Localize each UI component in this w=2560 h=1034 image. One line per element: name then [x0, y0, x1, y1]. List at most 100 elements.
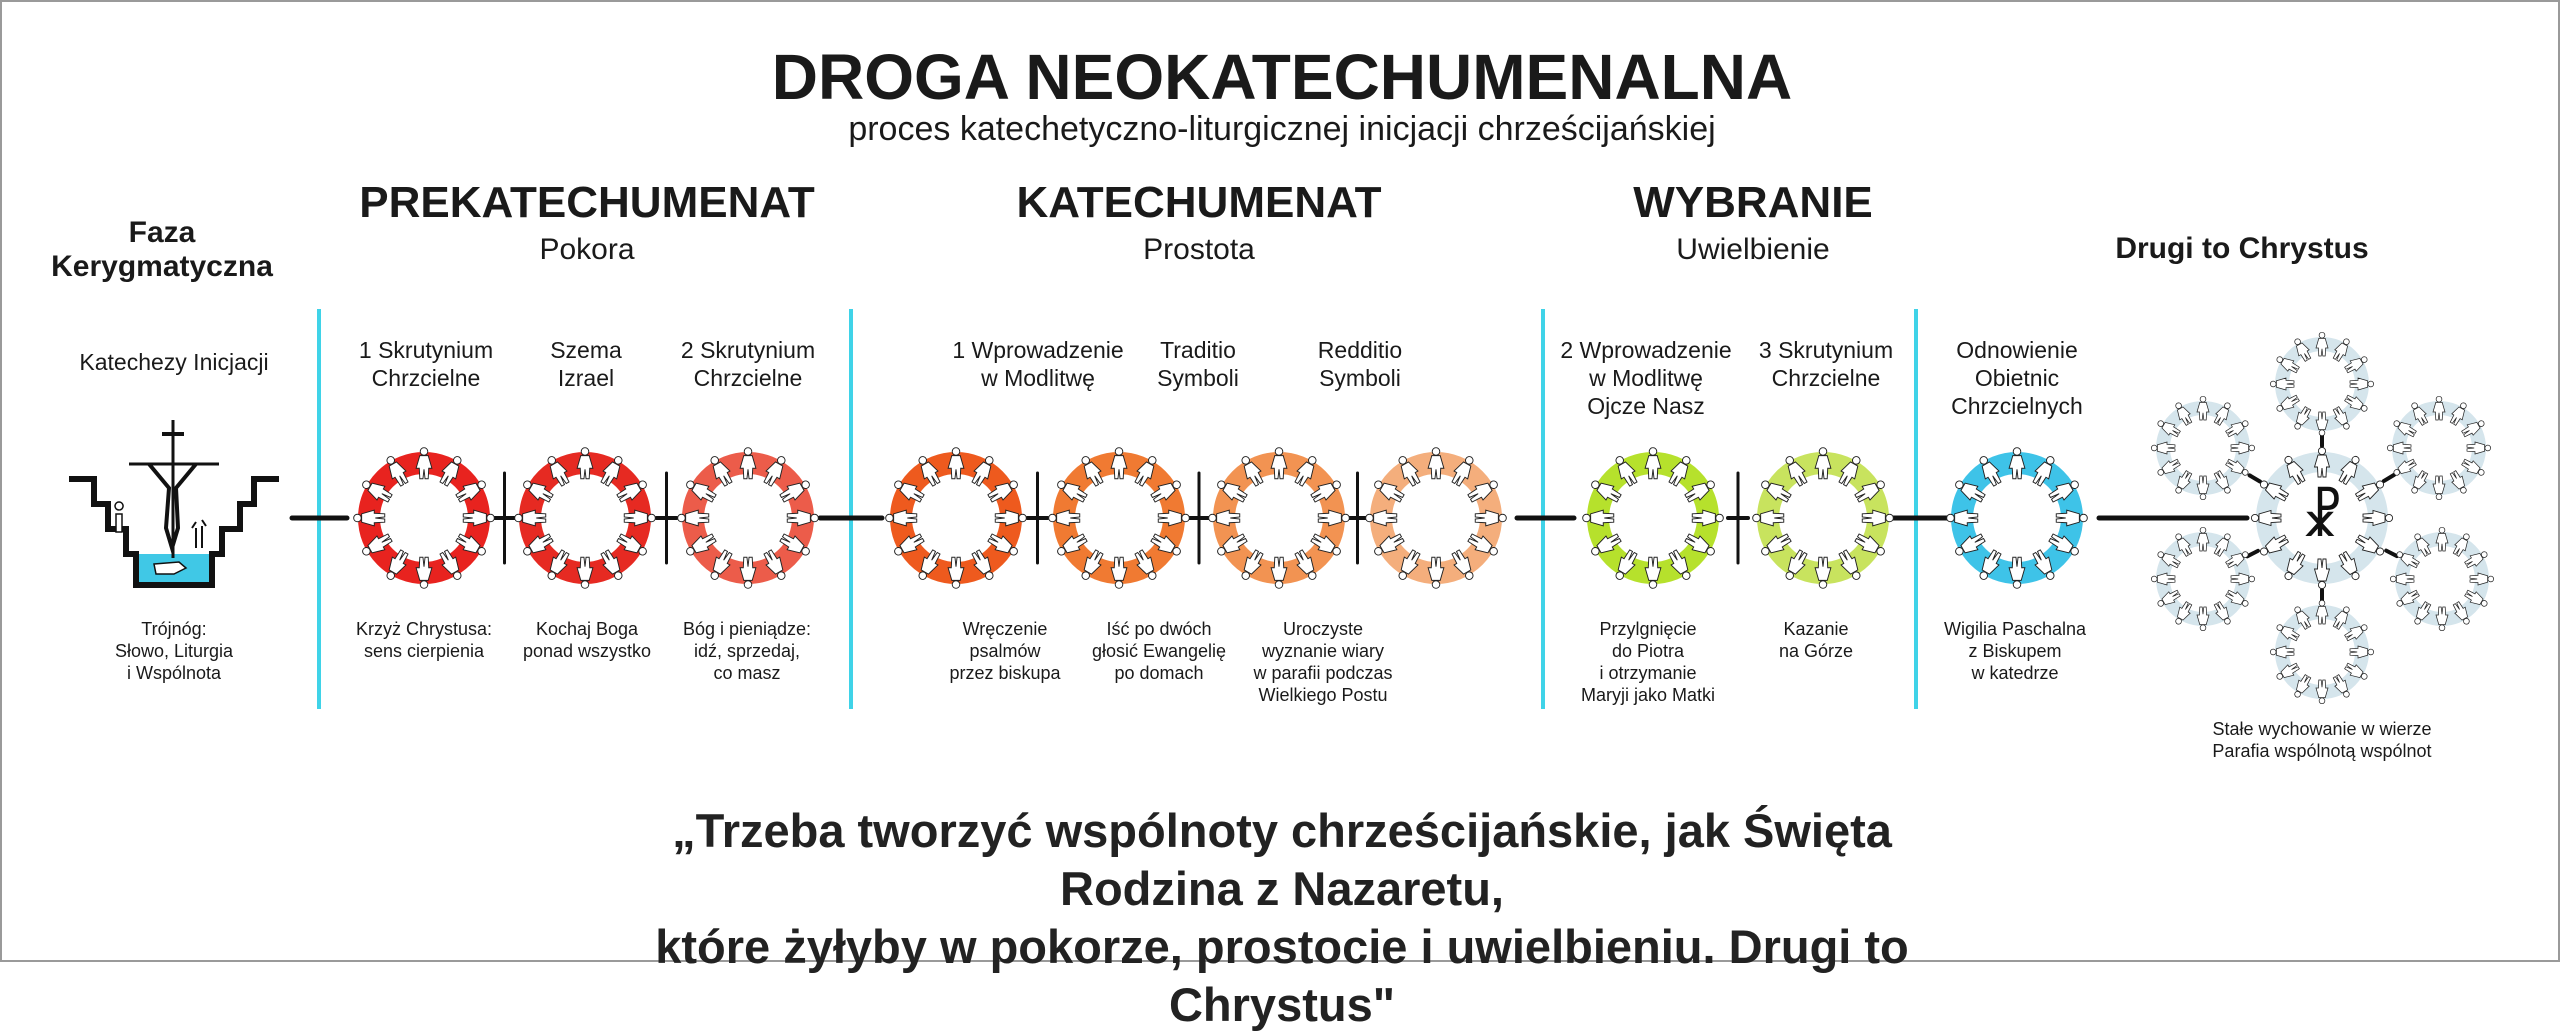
person-icon — [2389, 572, 2415, 586]
phase-drugi-title: Drugi to Chrystus — [2115, 232, 2369, 265]
ring-band — [890, 452, 1022, 584]
ring-band — [1053, 452, 1185, 584]
person-icon — [2230, 441, 2256, 455]
connector-line — [2384, 548, 2399, 559]
community-ring — [677, 447, 819, 589]
ring-band — [1757, 452, 1889, 584]
ring-band — [2392, 401, 2486, 495]
person-icon — [2466, 441, 2492, 455]
satellite-community-ring — [2269, 331, 2375, 437]
chi-rho-icon: ☧ — [2301, 486, 2343, 549]
stage-description: Uroczyste wyznanie wiary w parafii podcz… — [1253, 619, 1393, 705]
person-icon — [2362, 510, 2394, 526]
stage-title: Traditio Symboli — [1157, 337, 1239, 391]
ring-band — [2275, 605, 2369, 699]
person-icon — [2349, 377, 2375, 391]
stage-description: Przylgnięcie do Piotra i otrzymanie Mary… — [1580, 619, 1716, 705]
stage-title: 1 Skrutynium Chrzcielne — [358, 337, 494, 391]
phase-katechumenat-title: KATECHUMENAT — [1016, 178, 1382, 227]
person-icon — [2314, 446, 2330, 478]
person-icon — [2230, 572, 2256, 586]
stage-description: Trójnóg: Słowo, Liturgia i Wspólnota — [114, 619, 234, 683]
person-icon — [2269, 377, 2295, 391]
person-icon — [2315, 599, 2329, 625]
ring-band — [682, 452, 814, 584]
community-caption: Stałe wychowanie w wierze Parafia wspóln… — [2212, 719, 2432, 761]
satellite-community-ring — [2150, 526, 2256, 632]
stage-description: Wręczenie psalmów przez biskupa — [949, 619, 1061, 683]
ring-band — [519, 452, 651, 584]
stage-description: Krzyż Chrystusa: sens cierpienia — [355, 619, 493, 661]
satellite-community-ring — [2389, 526, 2495, 632]
stage-description: Wigilia Paschalna z Biskupem w katedrze — [1943, 619, 2087, 683]
community-ring — [1582, 447, 1724, 589]
stage-title: 2 Skrutynium Chrzcielne — [680, 337, 816, 391]
connector-line — [2381, 472, 2397, 484]
community-ring — [514, 447, 656, 589]
community-ring — [1752, 447, 1894, 589]
person-icon — [2196, 395, 2210, 421]
stage-description: Kochaj Boga ponad wszystko — [522, 619, 652, 661]
ring-band — [2156, 401, 2250, 495]
ring-band — [358, 452, 490, 584]
stage-description: Bóg i pieniądze: idź, sprzedaj, co masz — [682, 619, 812, 683]
person-icon — [2250, 510, 2282, 526]
person-icon — [2315, 679, 2329, 705]
connector-lines — [289, 432, 2399, 604]
satellite-community-ring — [2150, 395, 2256, 501]
phase-kerygmatic-title: Faza Kerygmatyczna — [51, 216, 273, 283]
phase-divider — [1914, 309, 1918, 709]
phase-divider — [317, 309, 321, 709]
person-icon — [2435, 526, 2449, 552]
phase-divider — [1541, 309, 1545, 709]
phase-divider — [849, 309, 853, 709]
parish-center-ring — [2250, 446, 2394, 590]
person-icon — [2435, 606, 2449, 632]
community-ring — [1946, 447, 2088, 589]
person-icon — [2432, 475, 2446, 501]
baptismal-font-crucifix-icon — [69, 420, 279, 588]
phase-wybranie-subtitle: Uwielbienie — [1676, 233, 1830, 266]
page-title: DROGA NEOKATECHUMENALNA — [771, 41, 1793, 113]
person-icon — [2469, 572, 2495, 586]
quote: „Trzeba tworzyć wspólnoty chrześcijański… — [655, 804, 1909, 1031]
person-icon — [2314, 558, 2330, 590]
community-ring — [885, 447, 1027, 589]
person-icon — [2432, 395, 2446, 421]
diagram-art: ☧ — [69, 331, 2495, 705]
stage-description: Iść po dwóch głosić Ewangelię po domach — [1091, 619, 1227, 683]
ring-band — [2156, 532, 2250, 626]
stage-title: Odnowienie Obietnic Chrzcielnych — [1951, 337, 2083, 419]
person-icon — [2386, 441, 2412, 455]
ring-band — [1587, 452, 1719, 584]
connector-line — [2245, 548, 2260, 559]
community-ring — [353, 447, 495, 589]
stage-title: Szema Izrael — [550, 337, 622, 391]
phase-prekatechumenat-title: PREKATECHUMENAT — [359, 178, 815, 227]
person-icon — [2269, 645, 2295, 659]
phase-prekatechumenat-subtitle: Pokora — [539, 233, 635, 266]
satellite-community-ring — [2386, 395, 2492, 501]
satellite-community-ring — [2269, 599, 2375, 705]
ring-band — [1213, 452, 1345, 584]
stage-title: 2 Wprowadzenie w Modlitwę Ojcze Nasz — [1560, 337, 1732, 419]
stage-description: Kazanie na Górze — [1778, 619, 1854, 661]
phase-katechumenat-subtitle: Prostota — [1143, 233, 1255, 266]
connector-line — [2247, 473, 2262, 484]
stage-title: 1 Wprowadzenie w Modlitwę — [952, 337, 1124, 391]
page-subtitle: proces katechetyczno-liturgicznej inicja… — [848, 110, 1716, 148]
person-icon — [2196, 526, 2210, 552]
phase-wybranie-title: WYBRANIE — [1633, 178, 1873, 227]
community-ring — [1208, 447, 1350, 589]
stage-title: Redditio Symboli — [1317, 337, 1403, 391]
person-icon — [2349, 645, 2375, 659]
person-icon — [2150, 441, 2176, 455]
ring-band — [2395, 532, 2489, 626]
person-icon — [2150, 572, 2176, 586]
person-icon — [2315, 331, 2329, 357]
ring-band — [2275, 337, 2369, 431]
person-icon — [2196, 606, 2210, 632]
person-icon — [2315, 411, 2329, 437]
ring-band — [1370, 452, 1502, 584]
community-ring — [1048, 447, 1190, 589]
